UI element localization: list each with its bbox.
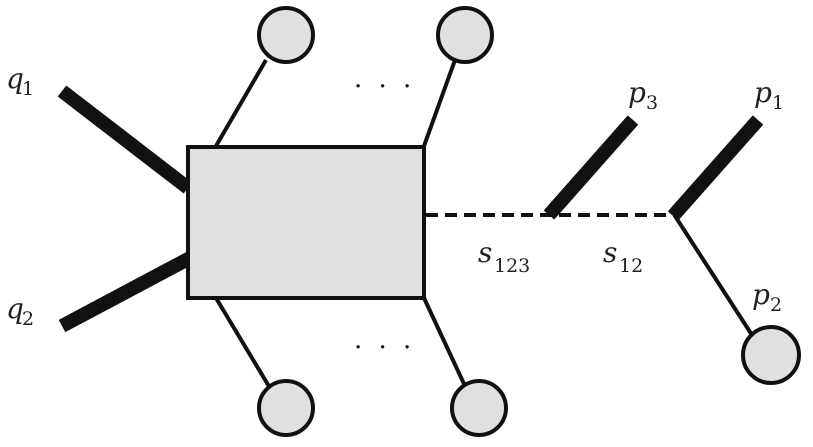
bottom-right-blob bbox=[450, 379, 508, 437]
q1-line bbox=[57, 85, 193, 194]
interaction-box bbox=[186, 145, 426, 300]
svg-text:p: p bbox=[754, 76, 772, 109]
svg-text:s: s bbox=[478, 236, 492, 269]
label-q2: q 2 bbox=[6, 292, 34, 330]
label-p3: p 3 bbox=[628, 76, 658, 114]
bottom-left-leg bbox=[214, 296, 272, 390]
p1-line bbox=[667, 115, 764, 221]
top-left-blob bbox=[257, 6, 315, 64]
svg-text:3: 3 bbox=[646, 92, 658, 114]
ellipsis-bottom: · · · bbox=[354, 333, 415, 363]
svg-text:s: s bbox=[603, 236, 617, 269]
label-p2: p 2 bbox=[752, 278, 782, 316]
p3-line bbox=[543, 115, 639, 220]
svg-text:2: 2 bbox=[770, 294, 782, 316]
svg-text:123: 123 bbox=[494, 255, 530, 277]
svg-text:q: q bbox=[6, 62, 24, 95]
svg-text:12: 12 bbox=[619, 255, 643, 277]
svg-text:1: 1 bbox=[22, 78, 34, 100]
top-right-leg bbox=[422, 59, 457, 147]
bottom-right-leg bbox=[422, 297, 467, 387]
bottom-left-blob bbox=[257, 379, 315, 437]
svg-text:2: 2 bbox=[22, 308, 34, 330]
p2-line bbox=[673, 214, 754, 337]
svg-text:p: p bbox=[628, 76, 646, 109]
label-p1: p 1 bbox=[754, 76, 784, 114]
label-s123: s 123 bbox=[478, 236, 530, 277]
p2-blob bbox=[741, 325, 801, 385]
top-right-blob bbox=[436, 6, 494, 64]
label-s12: s 12 bbox=[603, 236, 643, 277]
svg-text:1: 1 bbox=[772, 92, 784, 114]
ellipsis-top: · · · bbox=[354, 72, 415, 102]
label-q1: q 1 bbox=[6, 62, 34, 100]
q2-line bbox=[58, 251, 194, 333]
top-left-leg bbox=[214, 58, 268, 148]
svg-text:q: q bbox=[6, 292, 24, 325]
svg-text:p: p bbox=[752, 278, 770, 311]
